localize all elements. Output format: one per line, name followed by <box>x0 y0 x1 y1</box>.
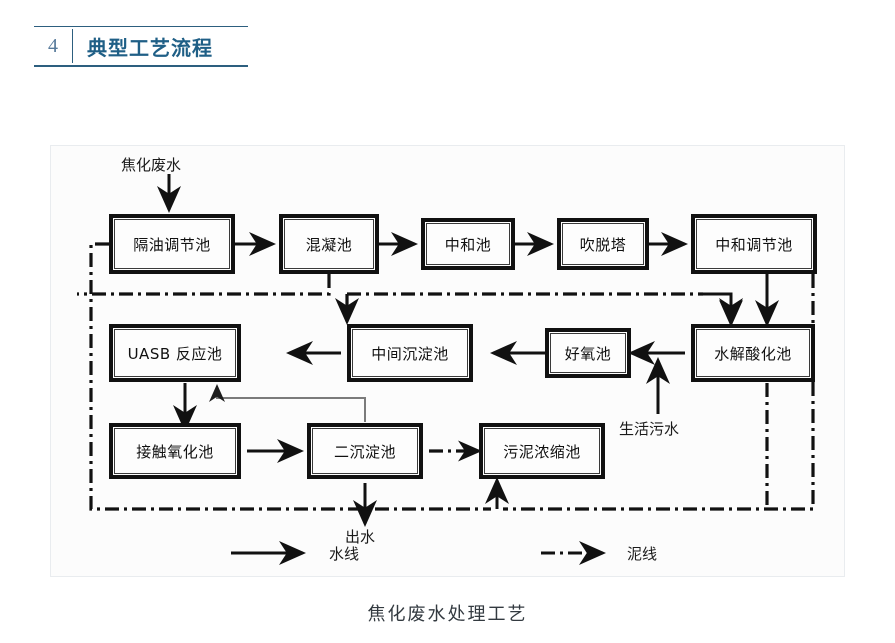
node-neutralization-tank[interactable]: 中和池 <box>421 218 515 270</box>
diagram-connectors <box>77 174 815 565</box>
node-neutralization-regulating-tank[interactable]: 中和调节池 <box>691 214 817 274</box>
process-flow-diagram: 隔油调节池 混凝池 中和池 吹脱塔 中和调节池 UASB 反应池 中间沉淀池 好… <box>50 145 845 577</box>
label-influent: 焦化废水 <box>121 156 182 174</box>
node-secondary-sedimentation-tank[interactable]: 二沉淀池 <box>307 423 423 479</box>
node-label: 中间沉淀池 <box>371 344 449 363</box>
node-stripping-tower[interactable]: 吹脱塔 <box>557 218 649 270</box>
node-sludge-thickening-tank[interactable]: 污泥浓缩池 <box>479 423 605 479</box>
heading-number: 4 <box>48 34 58 57</box>
figure-caption: 焦化废水处理工艺 <box>367 604 528 625</box>
node-label: 中和调节池 <box>715 235 793 254</box>
node-label: UASB 反应池 <box>127 344 223 363</box>
node-oil-separation-regulating-tank[interactable]: 隔油调节池 <box>109 214 235 274</box>
node-hydrolysis-acidification-tank[interactable]: 水解酸化池 <box>691 324 815 382</box>
heading-divider <box>72 29 73 63</box>
heading-row: 4 典型工艺流程 <box>34 27 248 65</box>
node-label: 好氧池 <box>564 344 612 363</box>
node-coagulation-tank[interactable]: 混凝池 <box>279 214 379 274</box>
node-label: 吹脱塔 <box>579 235 627 254</box>
label-domestic-sewage: 生活污水 <box>619 420 680 438</box>
section-heading: 4 典型工艺流程 <box>34 26 248 67</box>
legend-label-sludge-line: 泥线 <box>627 545 658 563</box>
node-intermediate-sedimentation-tank[interactable]: 中间沉淀池 <box>347 324 473 382</box>
label-effluent: 出水 <box>345 528 376 546</box>
node-label: 水解酸化池 <box>714 344 792 363</box>
node-label: 隔油调节池 <box>133 235 211 254</box>
heading-rule-bottom <box>34 65 248 67</box>
node-label: 二沉淀池 <box>333 442 396 461</box>
node-aerobic-tank[interactable]: 好氧池 <box>545 328 631 378</box>
legend-label-water-line: 水线 <box>329 545 360 563</box>
node-label: 污泥浓缩池 <box>503 442 581 461</box>
node-label: 混凝池 <box>305 235 353 254</box>
page-title: 典型工艺流程 <box>87 37 213 60</box>
node-label: 接触氧化池 <box>136 442 214 461</box>
node-contact-oxidation-tank[interactable]: 接触氧化池 <box>109 423 241 479</box>
node-label: 中和池 <box>444 235 492 254</box>
node-uasb-reactor[interactable]: UASB 反应池 <box>109 324 241 382</box>
heading-rule-top <box>34 26 248 27</box>
